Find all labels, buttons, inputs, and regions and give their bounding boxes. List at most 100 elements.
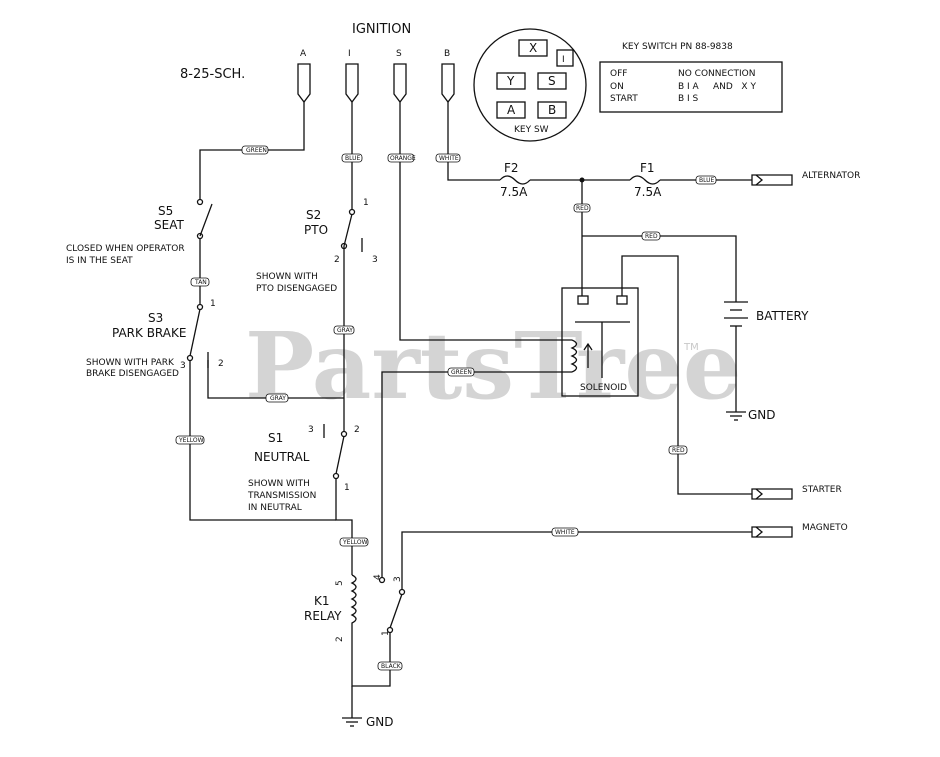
wires bbox=[189, 102, 752, 718]
k1-pin-4: 4 bbox=[373, 574, 383, 580]
s5-note-2: IS IN THE SEAT bbox=[66, 256, 133, 266]
key-letter-i: I bbox=[562, 55, 565, 65]
tag-gray-2: GRAY bbox=[270, 395, 286, 402]
s3-note-2: BRAKE DISENGAGED bbox=[86, 369, 179, 379]
tag-blue-alt: BLUE bbox=[699, 177, 715, 184]
tag-gray-1: GRAY bbox=[337, 327, 353, 334]
key-letter-y: Y bbox=[506, 74, 515, 88]
key-letter-a: A bbox=[507, 103, 516, 117]
key-switch-table: KEY SWITCH PN 88-9838 OFF NO CONNECTION … bbox=[599, 42, 783, 113]
solenoid-label: SOLENOID bbox=[580, 383, 627, 393]
s1-pin-3: 3 bbox=[308, 425, 314, 435]
alternator-label: ALTERNATOR bbox=[802, 171, 860, 181]
terminal-i-label: I bbox=[348, 49, 351, 59]
seat-switch-s5 bbox=[196, 198, 213, 240]
k1-pin-3: 3 bbox=[393, 576, 403, 582]
s1-pin-1: 1 bbox=[344, 483, 350, 493]
f1-rating: 7.5A bbox=[634, 185, 662, 199]
terminal-a-label: A bbox=[300, 49, 307, 59]
s3-pin-1: 1 bbox=[210, 299, 216, 309]
junction-dot bbox=[579, 177, 585, 183]
tag-green-a: GREEN bbox=[246, 147, 267, 154]
s3-pin-2: 2 bbox=[218, 359, 224, 369]
park-brake-switch-s3 bbox=[186, 303, 209, 368]
s2-id: S2 bbox=[306, 208, 321, 222]
tag-red-3: RED bbox=[672, 447, 685, 454]
k1-pin-2: 2 bbox=[335, 636, 345, 642]
row-on-pos: ON bbox=[610, 82, 624, 92]
s3-name: PARK BRAKE bbox=[112, 326, 186, 340]
battery-label: BATTERY bbox=[756, 309, 809, 323]
s5-id: S5 bbox=[158, 204, 173, 218]
k1-pin-1: 1 bbox=[381, 630, 391, 636]
terminal-s-label: S bbox=[396, 49, 402, 59]
battery-ground-symbol bbox=[726, 411, 746, 421]
magneto-connector bbox=[751, 526, 793, 538]
terminal-connectors bbox=[297, 63, 455, 104]
s1-name: NEUTRAL bbox=[254, 450, 310, 464]
tag-blue-i: BLUE bbox=[345, 155, 361, 162]
row-start-conn: B I S bbox=[678, 94, 699, 104]
diagram-title: IGNITION bbox=[352, 22, 411, 37]
watermark: PartsTree bbox=[245, 312, 741, 420]
f2-rating: 7.5A bbox=[500, 185, 528, 199]
tag-yellow-1: YELLOW bbox=[178, 437, 204, 444]
tag-black: BLACK bbox=[381, 663, 402, 670]
pto-switch-s2 bbox=[340, 208, 363, 252]
s1-id: S1 bbox=[268, 431, 283, 445]
tag-orange: ORANGE bbox=[390, 155, 416, 162]
tag-tan: TAN bbox=[194, 279, 207, 286]
key-letter-x: X bbox=[529, 41, 537, 55]
watermark-tm: TM bbox=[683, 342, 699, 353]
terminal-b-label: B bbox=[444, 49, 450, 59]
wire-tags: GREEN BLUE ORANGE WHITE BLUE RED RED RED… bbox=[175, 145, 717, 671]
key-switch-pn: KEY SWITCH PN 88-9838 bbox=[622, 42, 733, 52]
s2-name: PTO bbox=[304, 223, 328, 237]
s5-note-1: CLOSED WHEN OPERATOR bbox=[66, 244, 185, 254]
tag-green-sol: GREEN bbox=[451, 369, 472, 376]
s2-pin-1: 1 bbox=[363, 198, 369, 208]
s1-note-3: IN NEUTRAL bbox=[248, 503, 302, 513]
k1-id: K1 bbox=[314, 594, 330, 608]
relay-ground-symbol bbox=[342, 717, 362, 727]
alternator-connector bbox=[751, 174, 793, 186]
s3-note-1: SHOWN WITH PARK bbox=[86, 358, 175, 368]
starter-label: STARTER bbox=[802, 485, 842, 495]
battery bbox=[724, 301, 748, 327]
tag-red-1: RED bbox=[576, 205, 589, 212]
row-off-pos: OFF bbox=[610, 69, 627, 79]
fuse-f1 bbox=[629, 175, 661, 185]
s2-note-1: SHOWN WITH bbox=[256, 272, 318, 282]
tag-white-mag: WHITE bbox=[555, 529, 575, 536]
s2-pin-2: 2 bbox=[334, 255, 340, 265]
tag-yellow-2: YELLOW bbox=[342, 539, 368, 546]
f2-id: F2 bbox=[504, 161, 519, 175]
drawing-number: 8-25-SCH. bbox=[180, 67, 245, 82]
s2-pin-3: 3 bbox=[372, 255, 378, 265]
row-off-conn: NO CONNECTION bbox=[678, 69, 755, 79]
relay-ground-label: GND bbox=[366, 715, 394, 729]
fuse-f2 bbox=[499, 175, 531, 185]
s1-pin-2: 2 bbox=[354, 425, 360, 435]
s5-name: SEAT bbox=[154, 218, 184, 232]
key-sw-label: KEY SW bbox=[514, 125, 549, 135]
s3-id: S3 bbox=[148, 311, 163, 325]
s3-pin-3: 3 bbox=[180, 361, 186, 371]
magneto-label: MAGNETO bbox=[802, 523, 848, 533]
key-letter-s: S bbox=[548, 74, 556, 88]
k1-pin-5: 5 bbox=[335, 580, 345, 586]
s1-note-1: SHOWN WITH bbox=[248, 479, 310, 489]
solenoid bbox=[561, 287, 639, 397]
tag-red-2: RED bbox=[645, 233, 658, 240]
starter-connector bbox=[751, 488, 793, 500]
s1-note-2: TRANSMISSION bbox=[247, 491, 316, 501]
f1-id: F1 bbox=[640, 161, 655, 175]
battery-ground-label: GND bbox=[748, 408, 776, 422]
relay-coil-k1 bbox=[350, 574, 406, 634]
key-letter-b: B bbox=[548, 103, 556, 117]
s2-note-2: PTO DISENGAGED bbox=[256, 284, 337, 294]
neutral-switch-s1 bbox=[323, 424, 348, 480]
row-on-conn: B I A AND X Y bbox=[678, 82, 756, 92]
